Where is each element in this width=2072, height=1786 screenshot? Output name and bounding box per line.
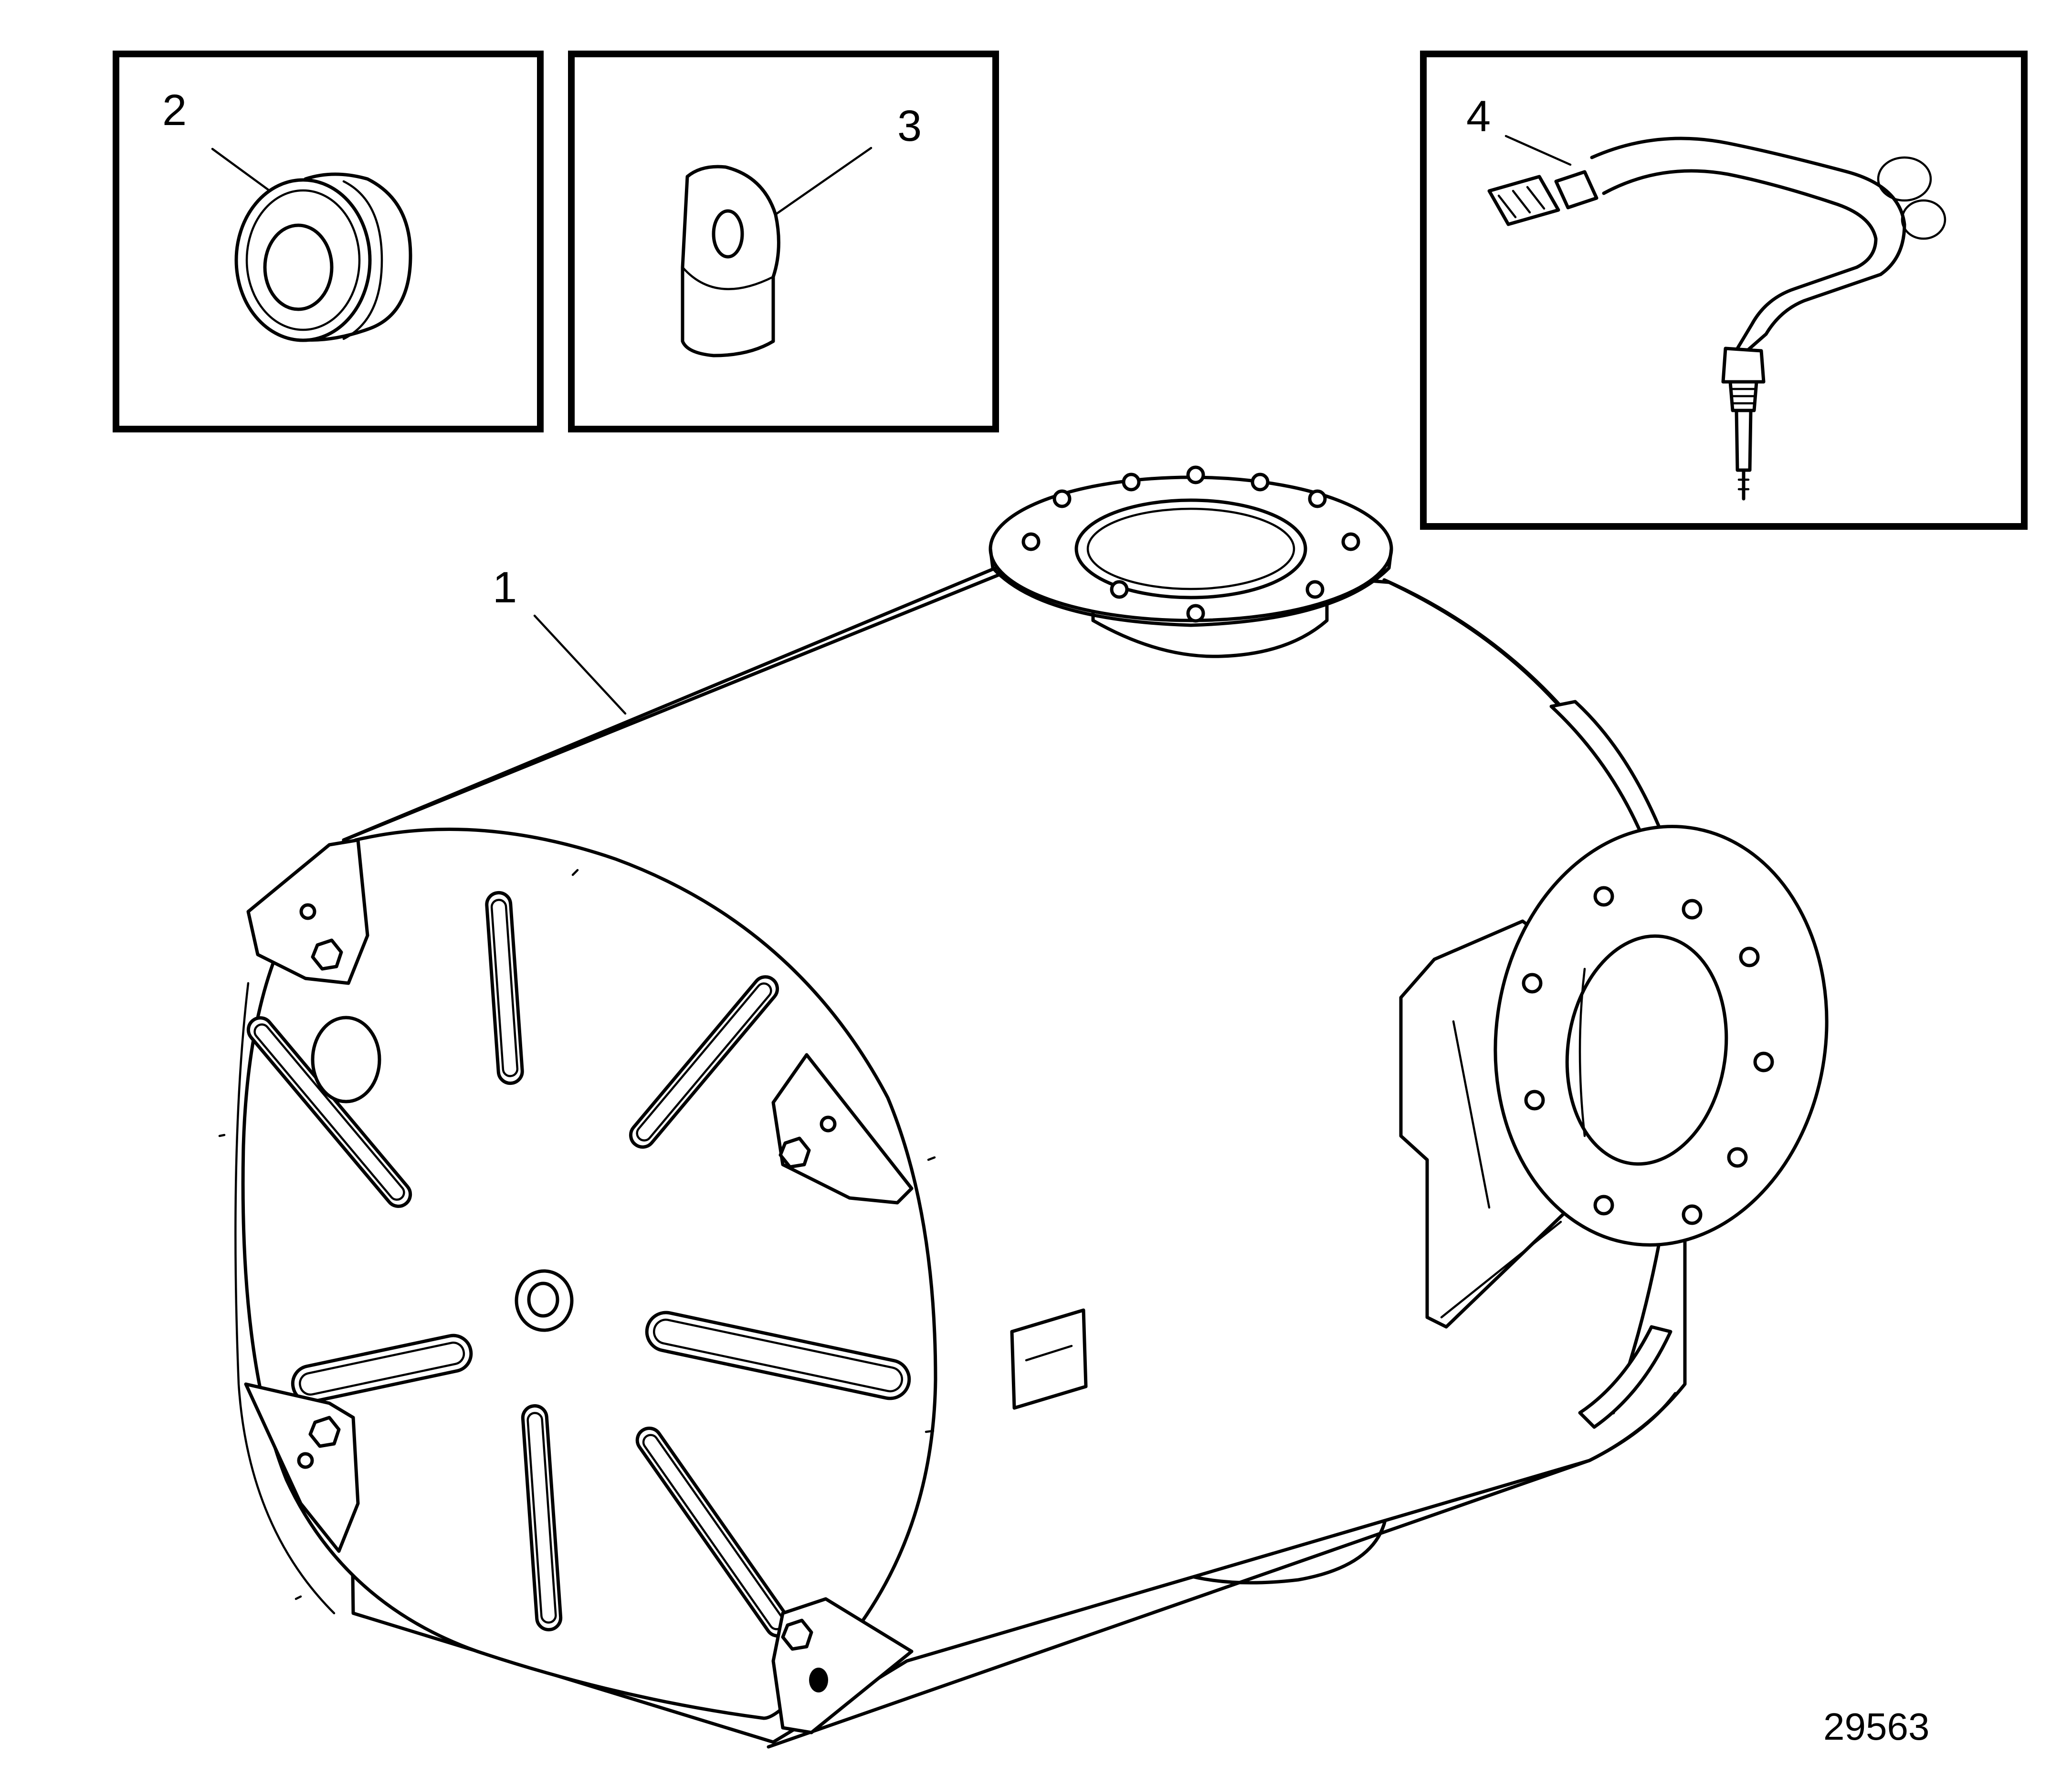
callout-label-1: 1 [493, 563, 517, 612]
leader-line-3 [760, 147, 873, 226]
lower-right-clamp-strip [1578, 1325, 1672, 1429]
callout-label-4: 4 [1466, 92, 1491, 141]
side-flange [1494, 825, 1829, 1247]
bushing-drawing [234, 172, 412, 342]
top-flange [989, 465, 1393, 658]
callout-label-2: 2 [162, 86, 187, 135]
end-cap [241, 828, 937, 1720]
figure-reference-number: 29563 [1823, 1705, 1929, 1748]
callout-label-3: 3 [897, 102, 922, 150]
clamp-bracket-bottom [771, 1597, 914, 1734]
clamp-bracket-right [771, 1053, 914, 1205]
temperature-sensor-drawing [1487, 137, 1946, 501]
leader-line-1 [533, 614, 627, 715]
clamp-bracket-top-left [246, 838, 369, 985]
nameplate [1010, 1308, 1088, 1410]
center-boss [515, 1269, 574, 1332]
inset-panel-part-3: 3 [568, 51, 999, 432]
clamp-bracket-bottom-left [244, 1382, 360, 1553]
silencer-body-drawing [218, 465, 1829, 1749]
leader-line-4 [1504, 135, 1572, 166]
radial-slots [246, 891, 911, 1638]
inset-panel-part-2: 2 [113, 51, 544, 432]
boss-drawing [681, 165, 780, 357]
inset-panel-part-4: 4 [1420, 51, 2028, 530]
